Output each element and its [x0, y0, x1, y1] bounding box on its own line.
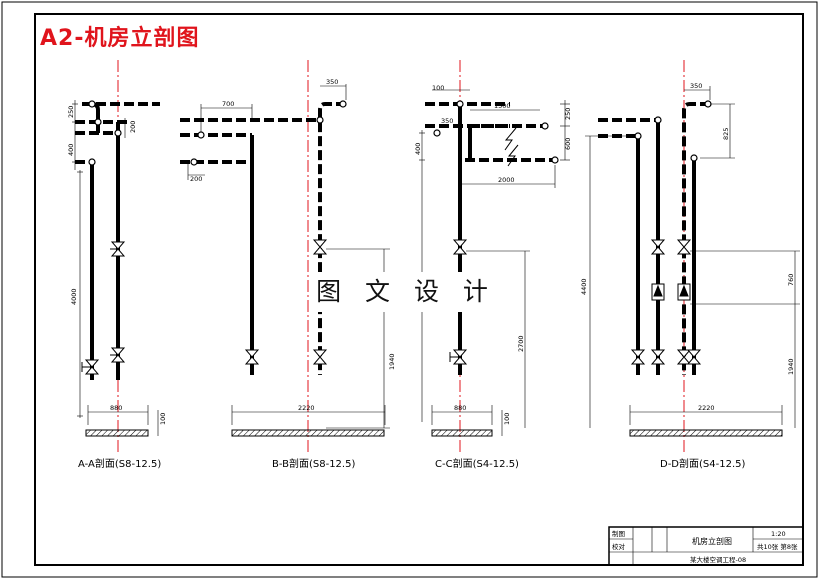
drawing-name: 机房立剖图 [692, 536, 732, 546]
dim-text: 350 [326, 78, 338, 86]
scale: 1:20 [771, 530, 786, 538]
section-caption: C-C剖面(S4-12.5) [435, 457, 519, 470]
gate-valve-icon [449, 239, 468, 365]
dim-text: 350 [441, 117, 453, 125]
equipment-base [629, 429, 783, 437]
dim-text: 600 [564, 138, 572, 150]
dim-text: 250 [564, 108, 572, 120]
check-valve-icon [651, 283, 691, 301]
section-d [585, 60, 800, 455]
dim-text: 4400 [580, 278, 588, 295]
sheet-title: A2-机房立剖图 [40, 26, 200, 51]
section-caption: D-D剖面(S4-12.5) [660, 457, 745, 470]
inner-frame [34, 13, 804, 566]
dim-text: 880 [110, 404, 122, 412]
watermark: 图 文 设 计 [316, 272, 496, 312]
dim-text: 2700 [517, 335, 525, 352]
title-block-label: 制图 [612, 529, 625, 538]
project-name: 某大楼空调工程-08 [690, 555, 746, 564]
dim-text: 825 [722, 128, 730, 140]
dim-text: 2000 [498, 176, 515, 184]
dim-text: 200 [129, 121, 137, 133]
gate-valve-icon [630, 239, 702, 365]
section-b [180, 60, 390, 455]
dim-text: 100 [503, 413, 511, 425]
dim-text: 400 [414, 143, 422, 155]
dim-text: 1940 [388, 353, 396, 370]
section-c [419, 60, 570, 455]
gate-valve-icon [244, 239, 328, 365]
dim-text: 200 [190, 175, 202, 183]
sheet-info: 共10张 第8张 [757, 542, 798, 551]
dim-text: 2220 [298, 404, 315, 412]
section-caption: B-B剖面(S8-12.5) [272, 457, 355, 470]
dim-text: 250 [67, 106, 75, 118]
equipment-base [431, 429, 493, 437]
dim-text: 350 [690, 82, 702, 90]
dim-text: 100 [432, 84, 444, 92]
dim-text: 400 [67, 144, 75, 156]
dim-text: 760 [787, 274, 795, 286]
dim-text: 1940 [787, 358, 795, 375]
section-a [72, 60, 160, 455]
dim-text: 1500 [494, 102, 511, 110]
dim-text: 4000 [70, 288, 78, 305]
equipment-base [231, 429, 385, 437]
title-block-label: 校对 [612, 542, 626, 551]
dim-text: 700 [222, 100, 234, 108]
dim-text: 2220 [698, 404, 715, 412]
dim-text: 100 [159, 413, 167, 425]
equipment-base [85, 429, 149, 437]
dim-text: 880 [454, 404, 466, 412]
gate-valve-icon [81, 241, 126, 375]
section-caption: A-A剖面(S8-12.5) [78, 457, 161, 470]
title-block: 制图 校对 机房立剖图 1:20 共10张 第8张 某大楼空调工程-08 [608, 526, 804, 566]
